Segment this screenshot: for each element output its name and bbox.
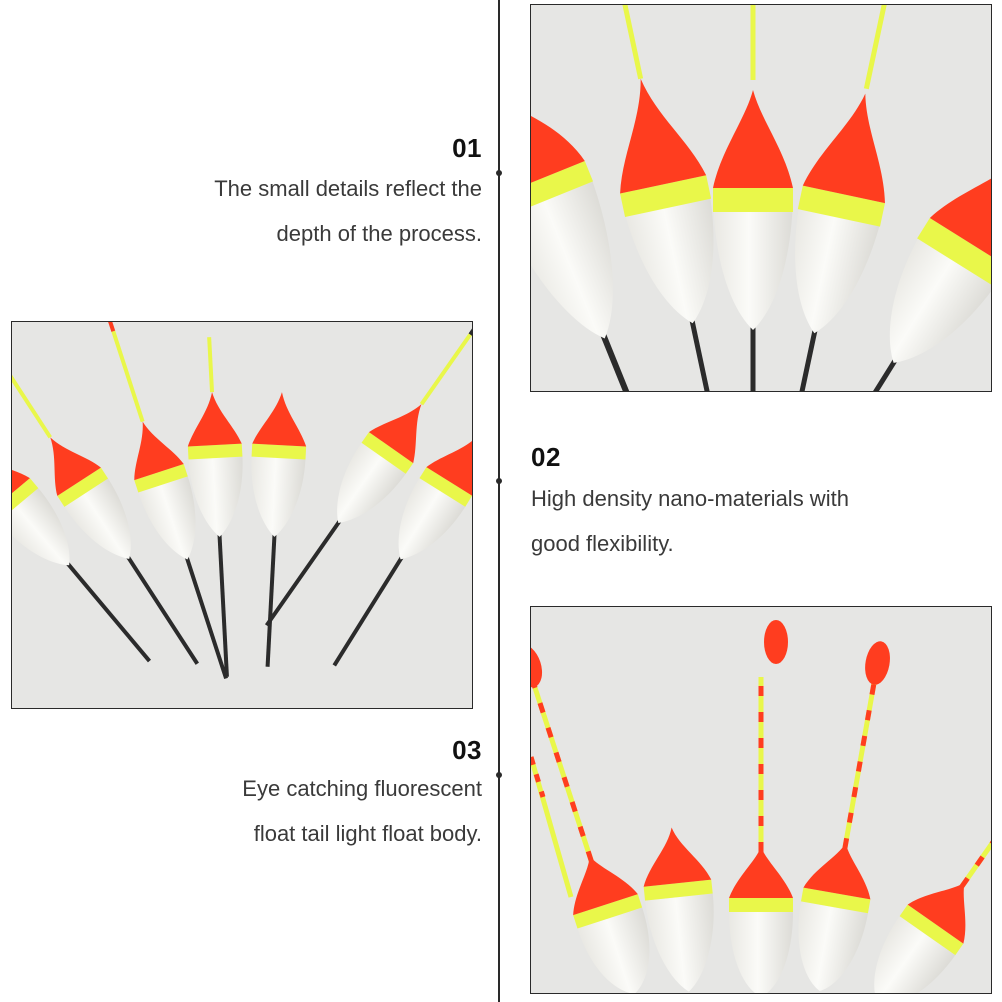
floats-closeup-illustration [531, 5, 991, 391]
section-number-03: 03 [452, 735, 482, 765]
section-number-02: 02 [531, 442, 561, 472]
photo-floats-fan [11, 321, 473, 709]
section-03-line-2: float tail light float body. [253, 821, 482, 846]
section-description-01: The small details reflect the depth of t… [12, 166, 482, 256]
section-01-line-1: The small details reflect the [214, 176, 482, 201]
timeline-line [498, 0, 500, 1002]
floats-tips-illustration [531, 607, 991, 993]
section-02-line-1: High density nano-materials with [531, 486, 849, 511]
section-number-01: 01 [452, 133, 482, 163]
timeline-dot-02 [496, 478, 502, 484]
section-description-03: Eye catching fluorescent float tail ligh… [12, 766, 482, 856]
photo-floats-closeup [530, 4, 992, 392]
section-description-02: High density nano-materials with good fl… [531, 476, 991, 566]
photo-floats-tips [530, 606, 992, 994]
section-03-line-1: Eye catching fluorescent [242, 776, 482, 801]
section-02-line-2: good flexibility. [531, 531, 674, 556]
floats-fan-illustration [12, 322, 472, 708]
section-01-line-2: depth of the process. [276, 221, 482, 246]
timeline-dot-03 [496, 772, 502, 778]
timeline-dot-01 [496, 170, 502, 176]
